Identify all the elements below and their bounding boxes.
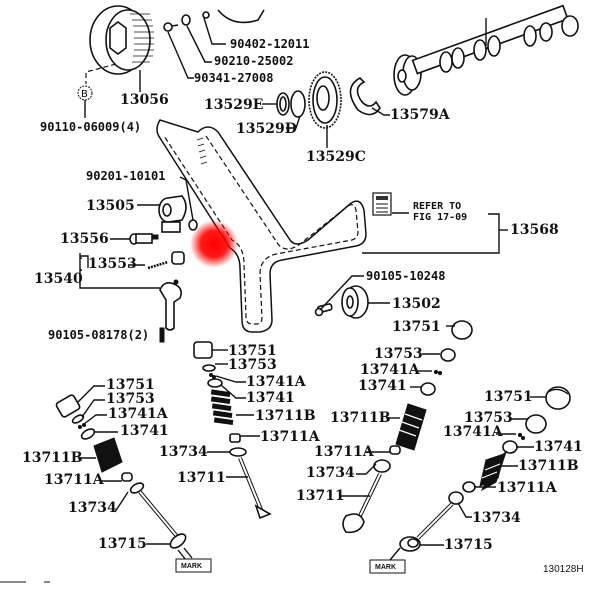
hotspot-marker[interactable]: [190, 220, 238, 268]
label-90402-12011: 90402-12011: [230, 37, 309, 51]
label-r-13734: 13734: [472, 510, 521, 526]
valve-stack-left[interactable]: [55, 394, 188, 551]
label-l-13741: 13741: [120, 423, 169, 439]
lifter-13751-mid[interactable]: [451, 320, 473, 340]
label-13056: 13056: [120, 92, 169, 108]
label-l-13753: 13753: [106, 391, 155, 407]
idler-pulley-13502[interactable]: [341, 285, 369, 319]
snap-ring-13579A[interactable]: [349, 77, 381, 116]
svg-text:MARK: MARK: [375, 564, 396, 571]
mark-badge-left: MARK: [175, 558, 212, 573]
label-c-13741A: 13741A: [246, 374, 307, 390]
valve-stack-center[interactable]: [193, 341, 272, 520]
label-m-13753: 13753: [374, 346, 423, 362]
spring-13553[interactable]: [147, 251, 185, 270]
label-13529D: 13529D: [236, 121, 297, 137]
label-l-13711B: 13711B: [22, 450, 83, 466]
camshaft[interactable]: [393, 4, 579, 96]
label-13529E: 13529E: [204, 97, 263, 113]
label-l-13711A: 13711A: [44, 472, 105, 488]
label-r-13711A: 13711A: [497, 480, 558, 496]
tensioner-arm-13540[interactable]: [159, 279, 182, 331]
label-m-13751: 13751: [392, 319, 441, 335]
label-90341-27008: 90341-27008: [194, 71, 273, 85]
label-13553: 13553: [88, 256, 137, 272]
label-13529C: 13529C: [306, 149, 366, 165]
refer-to-line1: REFER TO: [413, 201, 461, 212]
label-l-13715: 13715: [98, 536, 147, 552]
label-90201-10101: 90201-10101: [86, 169, 165, 183]
label-r-13741: 13741: [534, 439, 583, 455]
valve-stack-right[interactable]: [399, 386, 571, 552]
marker-b: B: [77, 85, 93, 101]
svg-text:B: B: [81, 89, 88, 100]
label-90210-25002: 90210-25002: [214, 54, 293, 68]
label-c-13741: 13741: [246, 390, 295, 406]
label-m-13741A: 13741A: [360, 362, 421, 378]
label-r-13751: 13751: [484, 389, 533, 405]
label-13579A: 13579A: [390, 107, 451, 123]
label-m-13741: 13741: [358, 378, 407, 394]
label-13540: 13540: [34, 271, 83, 287]
label-c-13711A: 13711A: [260, 429, 321, 445]
label-13502: 13502: [392, 296, 441, 312]
label-c-13751: 13751: [228, 343, 277, 359]
label-13568: 13568: [510, 222, 559, 238]
label-13556: 13556: [60, 231, 109, 247]
nut-90402[interactable]: [202, 11, 210, 19]
bolt-90341[interactable]: [163, 22, 179, 32]
bolt-90105-10248[interactable]: [314, 303, 333, 317]
figure-code: 130128H: [543, 564, 584, 575]
label-r-13711B: 13711B: [518, 458, 579, 474]
label-l-13741A: 13741A: [108, 406, 169, 422]
clip-13529E[interactable]: [276, 92, 290, 116]
label-r-13753: 13753: [464, 410, 513, 426]
label-m-13711: 13711: [296, 488, 345, 504]
svg-text:MARK: MARK: [181, 563, 202, 570]
refer-to-line2: FIG 17-09: [413, 212, 467, 223]
label-c-13711B: 13711B: [255, 408, 316, 424]
label-90110-06009: 90110-06009(4): [40, 120, 141, 134]
label-l-13751: 13751: [106, 377, 155, 393]
timing-belt-13568[interactable]: [156, 119, 367, 333]
tensioner-pulley-13505[interactable]: [158, 195, 187, 233]
bolt-13556[interactable]: [129, 233, 159, 245]
ring-13529D[interactable]: [290, 90, 306, 118]
gear-13529C[interactable]: [308, 71, 342, 129]
label-90105-10248: 90105-10248: [366, 269, 445, 283]
label-c-13711: 13711: [177, 470, 226, 486]
label-c-13734: 13734: [159, 444, 208, 460]
washer-90210[interactable]: [181, 14, 191, 26]
label-r-13715: 13715: [444, 537, 493, 553]
label-90105-08178: 90105-08178(2): [48, 328, 149, 342]
cam-pulley-13056[interactable]: [89, 5, 154, 75]
refer-to-note[interactable]: REFER TO FIG 17-09: [372, 192, 467, 223]
label-m-13734: 13734: [306, 465, 355, 481]
label-l-13734: 13734: [68, 500, 117, 516]
mark-badge-right: MARK: [369, 559, 406, 574]
label-r-13741A: 13741A: [443, 424, 504, 440]
label-m-13711B: 13711B: [330, 410, 391, 426]
label-m-13711A: 13711A: [314, 444, 375, 460]
label-13505: 13505: [86, 198, 135, 214]
bolt-90105-08178[interactable]: [159, 327, 165, 343]
label-c-13753: 13753: [228, 357, 277, 373]
